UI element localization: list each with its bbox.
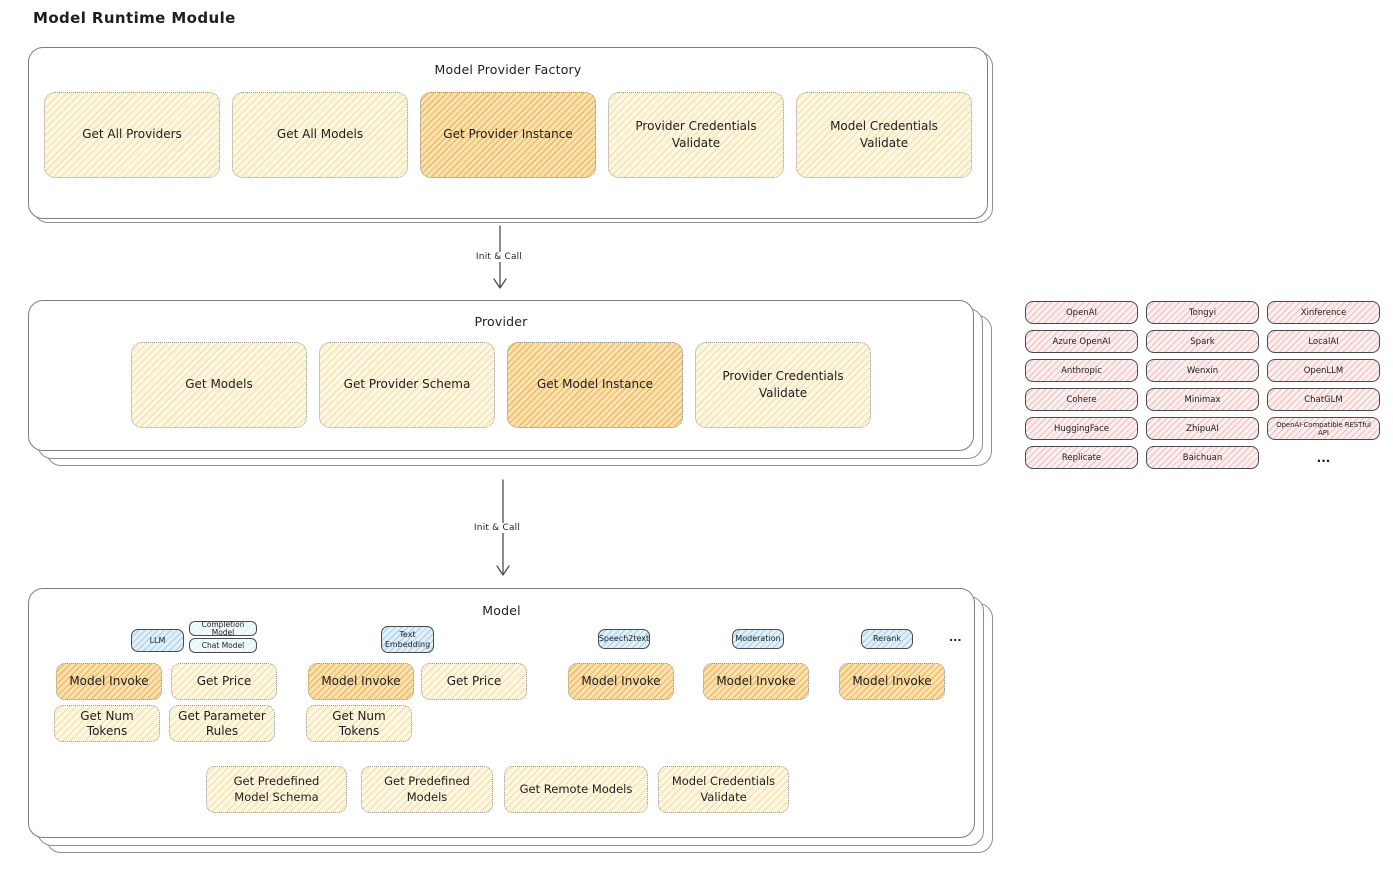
page-title: Model Runtime Module	[33, 9, 236, 27]
node-label: Get Model Instance	[536, 377, 654, 392]
provider-chip-localai[interactable]: LocalAI	[1267, 330, 1380, 353]
provider-chip-replicate[interactable]: Replicate	[1025, 446, 1138, 469]
factory-box[interactable]: Model Provider Factory Get All Providers…	[28, 47, 993, 223]
provider-node-get-model-instance[interactable]: Get Model Instance	[507, 342, 683, 428]
factory-node-get-provider-instance[interactable]: Get Provider Instance	[420, 92, 596, 178]
model-node-speech2text-model-invoke[interactable]: Model Invoke	[568, 663, 674, 700]
factory-node-get-all-models[interactable]: Get All Models	[232, 92, 408, 178]
provider-chip-cohere[interactable]: Cohere	[1025, 388, 1138, 411]
model-type-tab-rerank[interactable]: Rerank	[861, 629, 913, 649]
provider-chip-openai[interactable]: OpenAI	[1025, 301, 1138, 324]
node-label: Get Provider Schema	[343, 377, 471, 392]
provider-chip-azure-openai[interactable]: Azure OpenAI	[1025, 330, 1138, 353]
provider-box-title: Provider	[474, 314, 528, 329]
model-node-get-predefined-models[interactable]: Get Predefined Models	[361, 766, 493, 813]
provider-chip-openai-compatible-restful-api[interactable]: OpenAI-Compatible RESTful API	[1267, 417, 1380, 440]
factory-node-provider-credentials-validate[interactable]: Provider Credentials Validate	[608, 92, 784, 178]
model-node-get-predefined-model-schema[interactable]: Get Predefined Model Schema	[206, 766, 347, 813]
node-label: Model Credentials Validate	[830, 118, 938, 150]
provider-chip-anthropic[interactable]: Anthropic	[1025, 359, 1138, 382]
model-node-llm-get-price[interactable]: Get Price	[171, 663, 277, 700]
model-node-text-embedding-get-price[interactable]: Get Price	[421, 663, 527, 700]
model-subtab-completion-model[interactable]: Completion Model	[189, 621, 257, 636]
model-node-llm-get-num-tokens[interactable]: Get Num Tokens	[54, 705, 160, 742]
provider-chip-minimax[interactable]: Minimax	[1146, 388, 1259, 411]
model-node-rerank-model-invoke[interactable]: Model Invoke	[839, 663, 945, 700]
model-node-text-embedding-get-num-tokens[interactable]: Get Num Tokens	[306, 705, 412, 742]
model-subtab-chat-model[interactable]: Chat Model	[189, 638, 257, 653]
provider-node-get-provider-schema[interactable]: Get Provider Schema	[319, 342, 495, 428]
node-label: Provider Credentials Validate	[635, 118, 757, 150]
node-label: Provider Credentials Validate	[722, 368, 844, 400]
node-label: Get All Providers	[82, 127, 182, 142]
provider-node-get-models[interactable]: Get Models	[131, 342, 307, 428]
init-call-label-1: Init & Call	[471, 252, 527, 262]
factory-box-title: Model Provider Factory	[434, 62, 582, 77]
model-tabs-ellipsis: ...	[949, 631, 962, 644]
model-node-llm-get-parameter-rules[interactable]: Get Parameter Rules	[169, 705, 275, 742]
provider-chip-chatglm[interactable]: ChatGLM	[1267, 388, 1380, 411]
factory-button-row: Get All Providers Get All Models Get Provi…	[29, 92, 987, 178]
provider-button-row: Get Models Get Provider Schema Get Model I…	[29, 342, 973, 428]
factory-node-model-credentials-validate[interactable]: Model Credentials Validate	[796, 92, 972, 178]
init-call-label-2: Init & Call	[469, 523, 525, 533]
model-type-tab-text-embedding[interactable]: Text Embedding	[381, 626, 434, 653]
provider-chip-ellipsis: ...	[1316, 450, 1331, 465]
model-type-tab-llm[interactable]: LLM	[131, 629, 184, 652]
model-node-text-embedding-model-invoke[interactable]: Model Invoke	[308, 663, 414, 700]
provider-chip-zhipuai[interactable]: ZhipuAI	[1146, 417, 1259, 440]
model-node-moderation-model-invoke[interactable]: Model Invoke	[703, 663, 809, 700]
model-node-get-remote-models[interactable]: Get Remote Models	[504, 766, 648, 813]
provider-chip-openllm[interactable]: OpenLLM	[1267, 359, 1380, 382]
model-node-llm-model-invoke[interactable]: Model Invoke	[56, 663, 162, 700]
factory-node-get-all-providers[interactable]: Get All Providers	[44, 92, 220, 178]
node-label: Get Models	[185, 377, 253, 392]
model-type-tab-speech2text[interactable]: Speech2text	[598, 629, 650, 649]
provider-chip-xinference[interactable]: Xinference	[1267, 301, 1380, 324]
provider-chip-spark[interactable]: Spark	[1146, 330, 1259, 353]
provider-chip-huggingface[interactable]: HuggingFace	[1025, 417, 1138, 440]
provider-chip-baichuan[interactable]: Baichuan	[1146, 446, 1259, 469]
node-label: Get All Models	[276, 127, 364, 142]
provider-chip-wenxin[interactable]: Wenxin	[1146, 359, 1259, 382]
factory-box-surface: Model Provider Factory Get All Providers…	[28, 47, 988, 219]
provider-chip-tongyi[interactable]: Tongyi	[1146, 301, 1259, 324]
provider-node-provider-credentials-validate[interactable]: Provider Credentials Validate	[695, 342, 871, 428]
model-node-model-credentials-validate[interactable]: Model Credentials Validate	[658, 766, 789, 813]
node-label: Get Provider Instance	[443, 127, 573, 142]
model-box-title: Model	[482, 603, 521, 618]
model-type-tab-moderation[interactable]: Moderation	[732, 629, 784, 649]
